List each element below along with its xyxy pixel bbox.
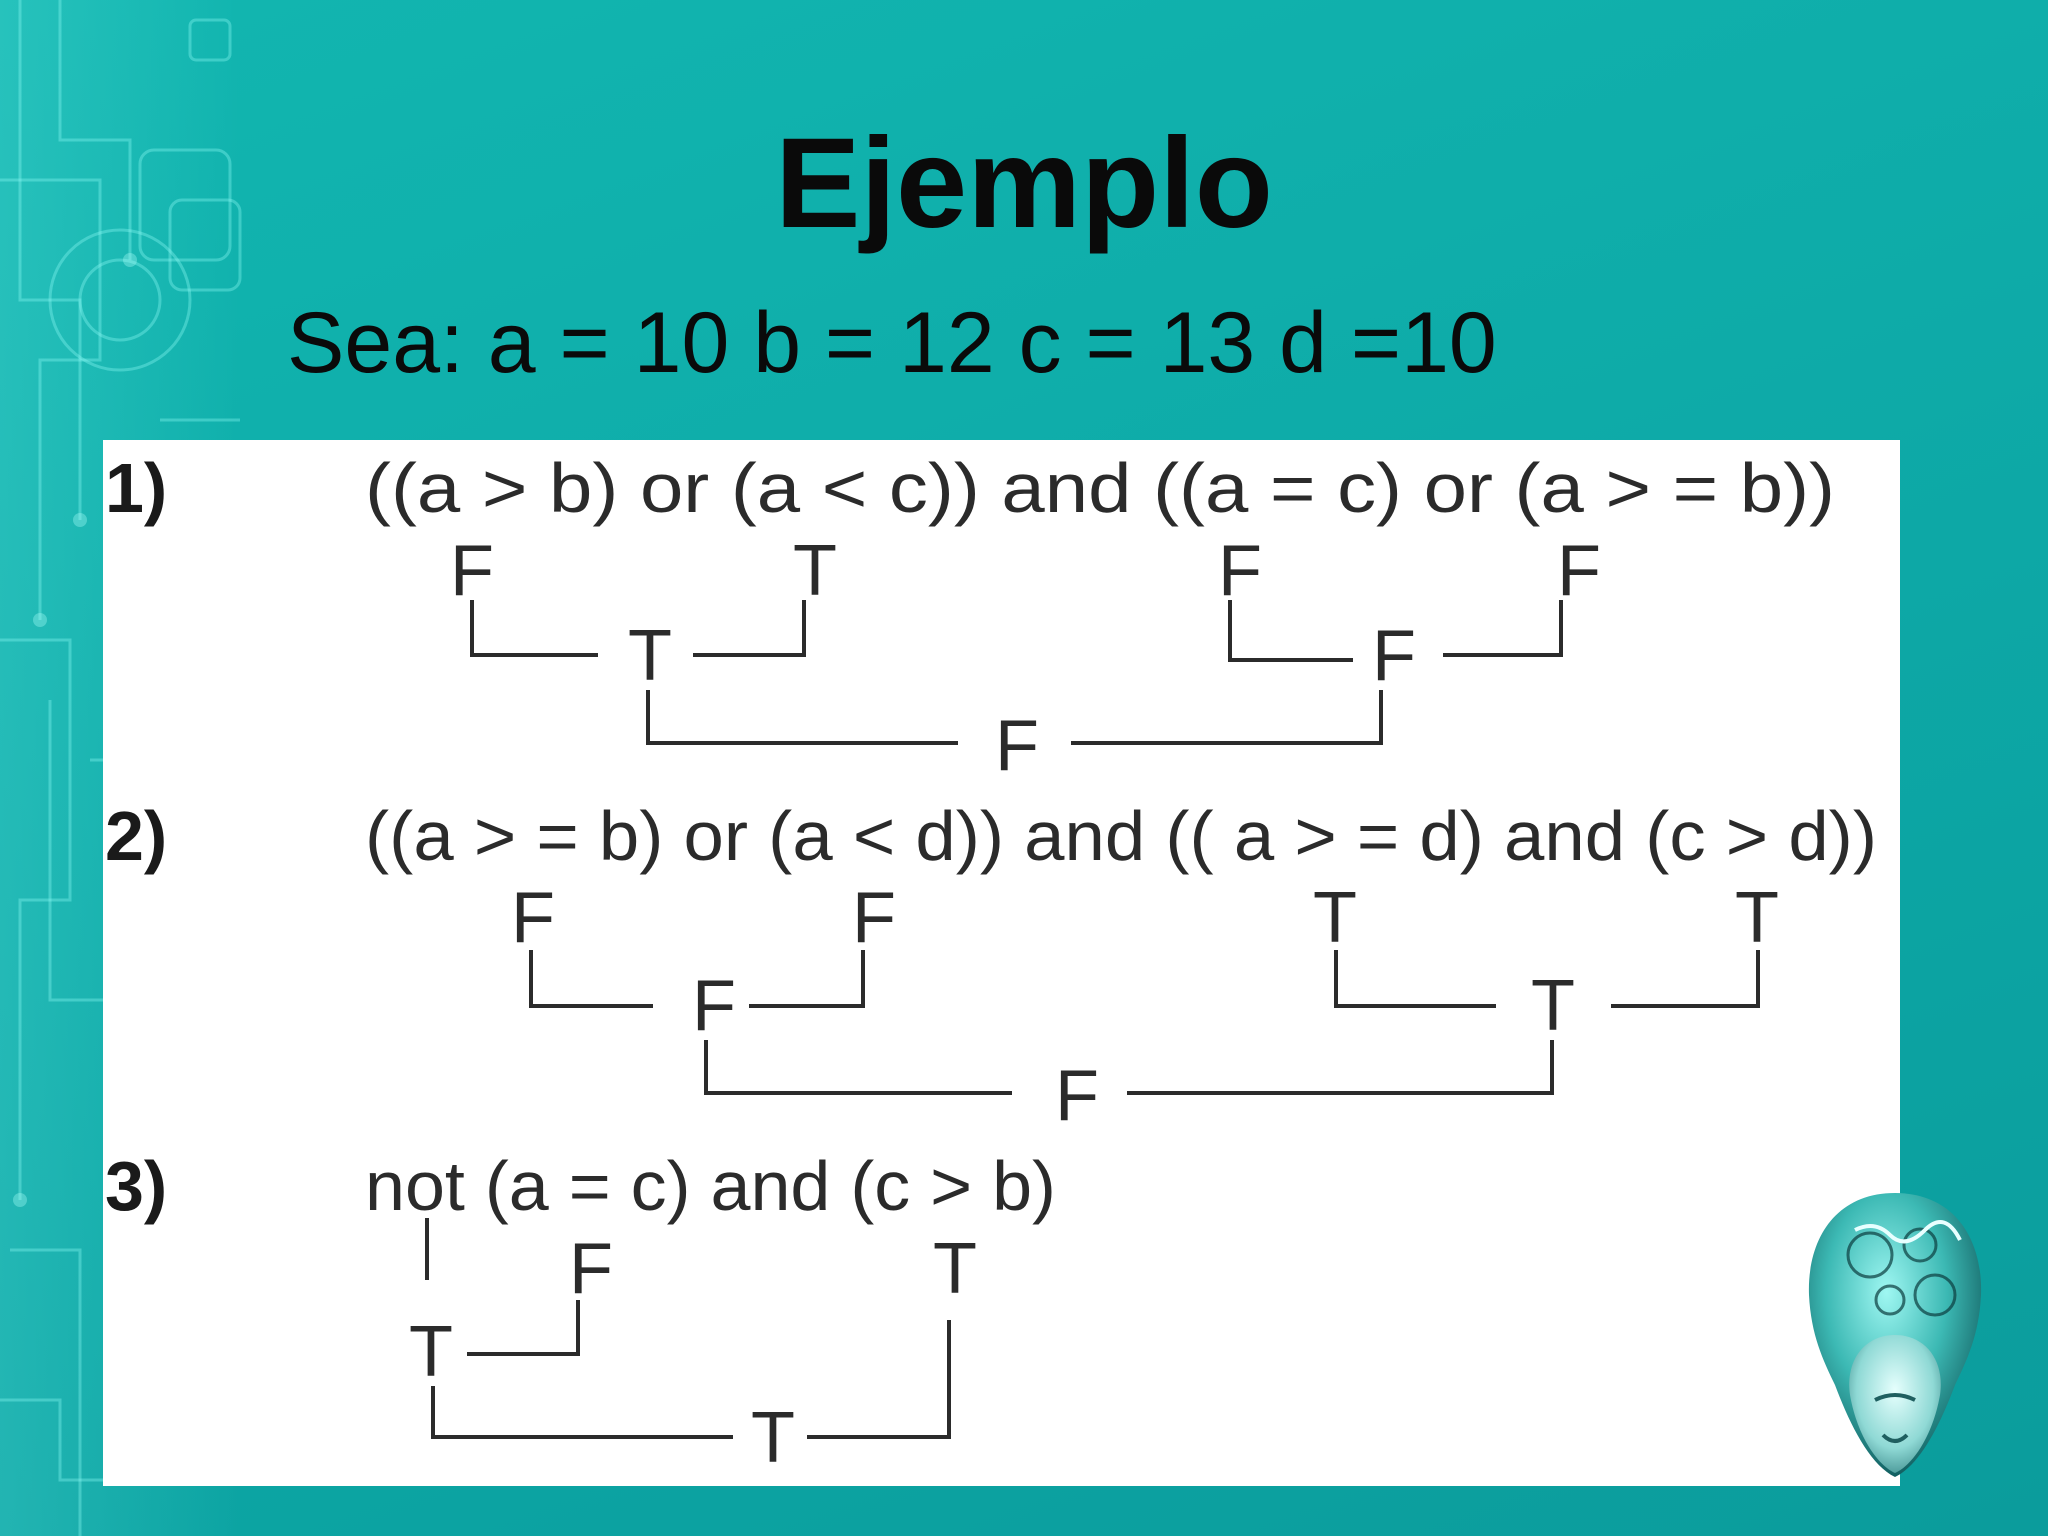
example-3-right-value: T xyxy=(933,1229,977,1309)
examples-panel: 1) ((a > b) or (a < c)) and ((a = c) or … xyxy=(103,440,1900,1486)
connector xyxy=(749,950,865,1008)
example-3-final: T xyxy=(751,1398,795,1478)
slide-title: Ejemplo xyxy=(775,112,1273,255)
connector xyxy=(467,1300,580,1356)
connector xyxy=(431,1386,733,1439)
variable-definitions: Sea: a = 10 b = 12 c = 13 d =10 xyxy=(287,295,1497,391)
connector xyxy=(807,1320,951,1439)
example-2-right-b: T xyxy=(1735,878,1779,958)
connector xyxy=(1443,600,1563,657)
example-2-number: 2) xyxy=(105,797,167,875)
example-1-left-b: T xyxy=(793,531,837,611)
connector xyxy=(1334,950,1496,1008)
example-2-left-b: F xyxy=(852,878,896,958)
example-2-left-result: F xyxy=(692,966,736,1046)
connector xyxy=(1071,690,1383,745)
gear-head-icon xyxy=(1808,1193,1982,1477)
example-3-not-operand: F xyxy=(569,1229,613,1309)
connector xyxy=(693,600,806,657)
example-1-right-a: F xyxy=(1218,531,1262,611)
example-3-number: 3) xyxy=(105,1147,167,1225)
example-1-right-result: F xyxy=(1372,616,1416,696)
example-2-right-a: T xyxy=(1313,878,1357,958)
example-2: 2) ((a > = b) or (a < d)) and (( a > = d… xyxy=(105,797,1877,1136)
example-1-number: 1) xyxy=(105,449,167,527)
example-1-right-b: F xyxy=(1557,531,1601,611)
connector xyxy=(470,600,598,657)
example-1-left-result: T xyxy=(628,616,672,696)
example-1: 1) ((a > b) or (a < c)) and ((a = c) or … xyxy=(105,449,1835,786)
example-2-right-result: T xyxy=(1531,966,1575,1046)
example-3-not-result: T xyxy=(409,1312,453,1392)
example-1-left-a: F xyxy=(450,531,494,611)
example-2-final: F xyxy=(1055,1056,1099,1136)
example-3: 3) not (a = c) and (c > b) F T T T xyxy=(105,1147,1056,1478)
example-2-left-a: F xyxy=(511,878,555,958)
connector xyxy=(1228,600,1353,662)
connector xyxy=(1611,950,1760,1008)
connector xyxy=(1127,1040,1554,1095)
connector xyxy=(704,1040,1012,1095)
connector xyxy=(646,690,958,745)
example-1-final: F xyxy=(995,706,1039,786)
example-1-expression: ((a > b) or (a < c)) and ((a = c) or (a … xyxy=(365,449,1835,527)
example-3-expression: not (a = c) and (c > b) xyxy=(365,1147,1056,1225)
example-2-expression: ((a > = b) or (a < d)) and (( a > = d) a… xyxy=(365,797,1877,875)
connector xyxy=(529,950,653,1008)
